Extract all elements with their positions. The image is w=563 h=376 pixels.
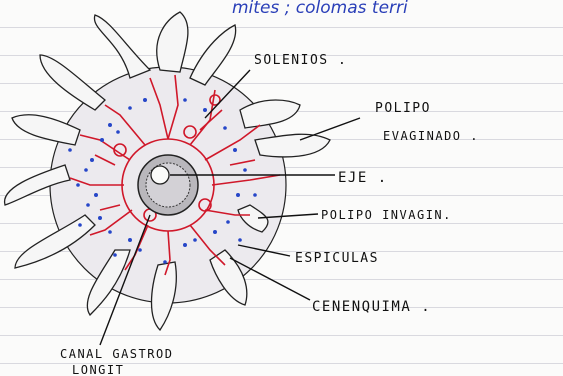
label-cenenquima: CENENQUIMA . [312, 299, 431, 315]
label-solenios: SOLENIOS . [254, 53, 347, 68]
label-espiculas: ESPICULAS [295, 251, 379, 266]
label-polipo-evaginado-line2: EVAGINADO . [383, 129, 479, 143]
polyp-evaginado [255, 134, 330, 157]
leader-polipo-evaginado [300, 118, 360, 140]
polyp-top-left [94, 15, 150, 78]
polyp-top-left-2 [40, 55, 105, 110]
header-note: mites ; colomas terri [232, 0, 408, 18]
polyp-top [157, 12, 188, 72]
label-canal-line2: LONGIT [72, 363, 124, 376]
label-polipo-invaginado: POLIPO INVAGIN. [321, 208, 452, 222]
polyp-bottom [152, 262, 177, 330]
label-eje: EJE . [338, 170, 388, 186]
label-polipo-evaginado-line1: POLIPO [375, 101, 431, 116]
label-canal-line1: CANAL GASTROD [60, 347, 173, 361]
axis-core [151, 166, 169, 184]
